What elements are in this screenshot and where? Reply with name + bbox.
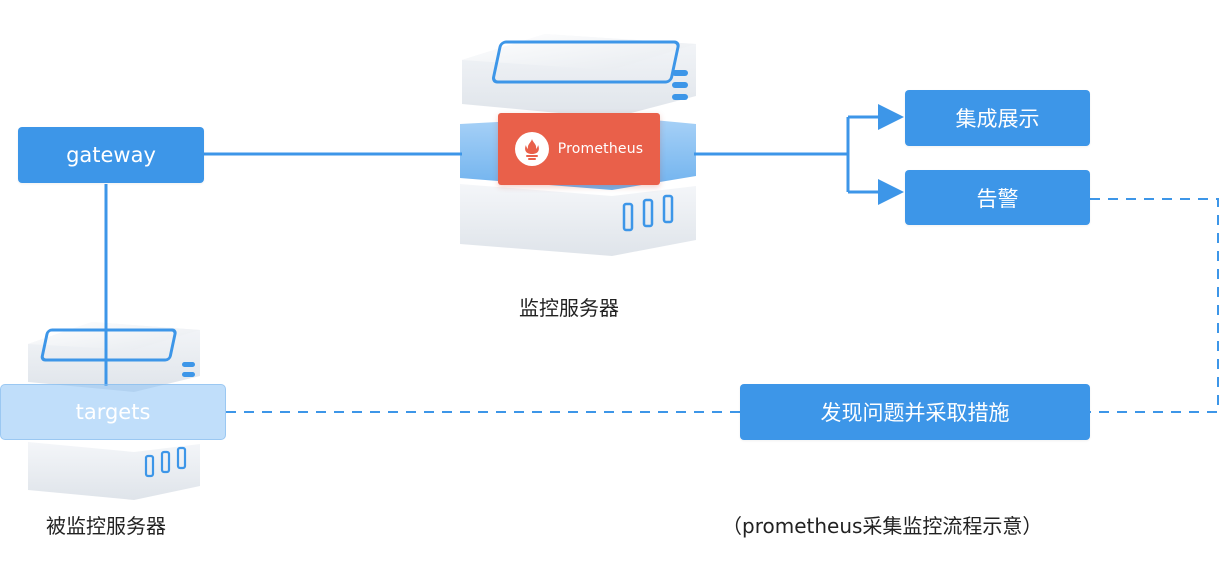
alert-to-action-dashed-line	[1090, 198, 1219, 413]
monitor-server-caption: 监控服务器	[519, 296, 619, 320]
display-node: 集成展示	[905, 90, 1090, 146]
prometheus-badge-label: Prometheus	[557, 141, 644, 157]
monitored-server-icon	[28, 322, 200, 500]
figure-note-caption: （prometheus采集监控流程示意）	[722, 514, 1043, 538]
alert-node: 告警	[905, 170, 1090, 225]
arrow-right-icon	[878, 179, 904, 205]
targets-label: targets	[75, 400, 151, 424]
gateway-node: gateway	[18, 127, 204, 183]
prometheus-badge: Prometheus	[498, 113, 660, 185]
targets-node: targets	[0, 384, 226, 440]
arrow-right-icon	[878, 104, 904, 130]
prometheus-logo-icon	[514, 132, 549, 166]
action-node: 发现问题并采取措施	[740, 384, 1090, 440]
monitored-server-caption: 被监控服务器	[46, 514, 166, 538]
